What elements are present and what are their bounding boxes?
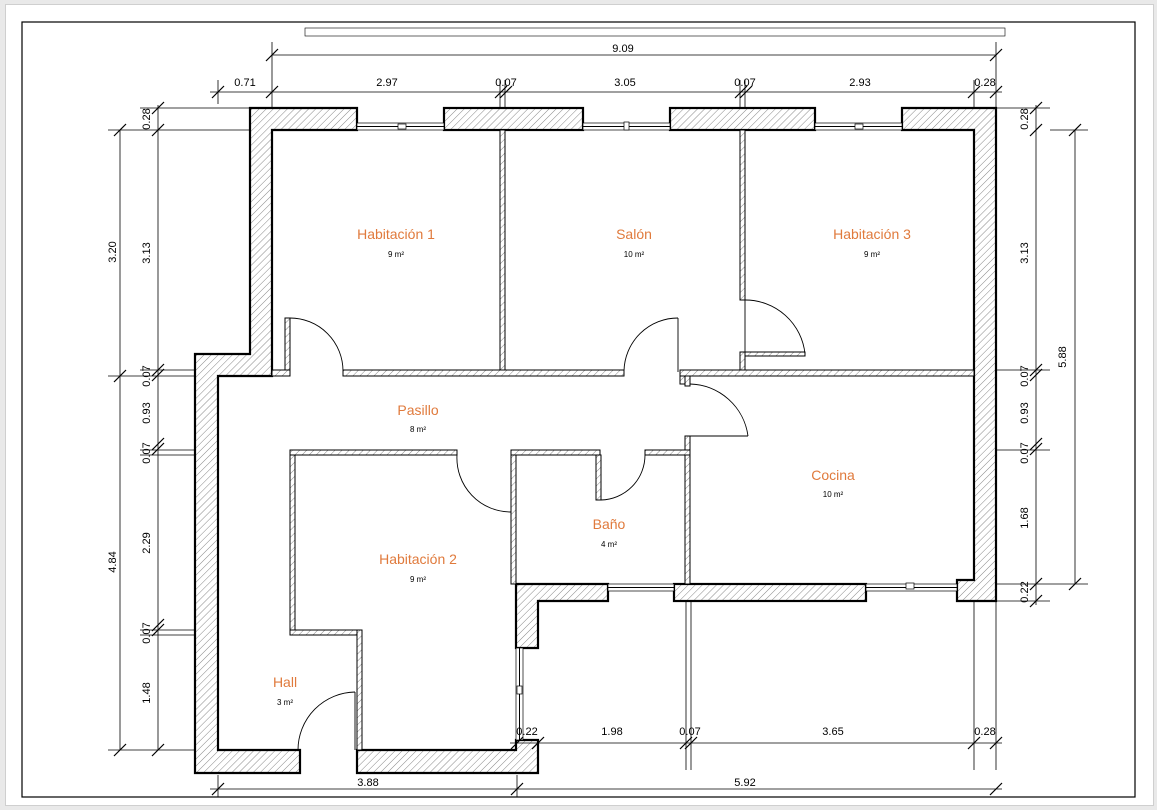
dim-right-inner: 0.07 — [1019, 442, 1031, 463]
dim-top-seg: 0.07 — [734, 77, 755, 89]
dim-bottom-seg: 1.98 — [601, 726, 622, 738]
dim-overall-bottom: 3.88 — [357, 777, 378, 789]
dim-overall-top: 9.09 — [612, 43, 633, 55]
room-area: 9 m² — [410, 575, 426, 584]
dim-top-seg: 0.28 — [974, 77, 995, 89]
dim-right-outer: 5.88 — [1057, 346, 1069, 367]
exterior-walls — [193, 106, 998, 775]
dim-right-inner: 0.28 — [1019, 108, 1031, 129]
dim-bottom-seg: 3.65 — [822, 726, 843, 738]
room-area: 10 m² — [823, 490, 844, 499]
dim-left-inner: 0.93 — [141, 402, 153, 423]
dim-left-outer: 3.20 — [107, 241, 119, 262]
dim-left-inner: 1.48 — [141, 682, 153, 703]
dim-left-inner: 2.29 — [141, 532, 153, 553]
dim-left-inner: 3.13 — [141, 242, 153, 263]
dim-right-inner: 3.13 — [1019, 242, 1031, 263]
windows — [356, 121, 958, 741]
room-name: Pasillo — [397, 402, 438, 418]
dim-top-seg: 0.71 — [234, 77, 255, 89]
room-area: 10 m² — [624, 250, 645, 259]
dim-top-seg: 2.93 — [849, 77, 870, 89]
dimensions-bottom: 0.22 1.98 0.07 3.65 0.28 3.88 5.92 — [210, 601, 1003, 797]
dim-bottom-seg: 0.28 — [974, 726, 995, 738]
dim-overall-bottom: 5.92 — [734, 777, 755, 789]
room-area: 3 m² — [277, 698, 293, 707]
dim-left-outer: 4.84 — [107, 551, 119, 572]
dim-left-inner: 0.28 — [141, 108, 153, 129]
frame-top-strip — [304, 27, 1006, 37]
room-area: 4 m² — [601, 540, 617, 549]
dim-left-inner: 0.07 — [141, 442, 153, 463]
room-name: Hall — [273, 674, 297, 690]
room-area: 8 m² — [410, 425, 426, 434]
room-area: 9 m² — [864, 250, 880, 259]
dim-top-seg: 2.97 — [376, 77, 397, 89]
dimensions-top: 9.09 0.71 2.97 0.07 3.05 0.07 2.93 0.28 — [210, 42, 1003, 108]
dim-right-inner: 0.22 — [1019, 581, 1031, 602]
dim-right-inner: 1.68 — [1019, 507, 1031, 528]
room-name: Baño — [593, 516, 626, 532]
room-name: Salón — [616, 226, 652, 242]
interior-walls — [271, 129, 975, 751]
drawing-frame — [21, 21, 1136, 798]
dimensions-right: 0.28 3.13 0.07 0.93 0.07 1.68 0.22 5.88 — [996, 101, 1088, 608]
room-area: 9 m² — [388, 250, 404, 259]
dim-right-inner: 0.07 — [1019, 365, 1031, 386]
dim-top-seg: 3.05 — [614, 77, 635, 89]
room-name: Habitación 2 — [379, 551, 457, 567]
room-name: Habitación 1 — [357, 226, 435, 242]
dim-top-seg: 0.07 — [495, 77, 516, 89]
dim-bottom-seg: 0.22 — [516, 726, 537, 738]
dim-left-inner: 0.07 — [141, 365, 153, 386]
dim-bottom-seg: 0.07 — [679, 726, 700, 738]
room-name: Cocina — [811, 467, 855, 483]
doors — [289, 299, 806, 751]
room-name: Habitación 3 — [833, 226, 911, 242]
dimensions-left: 3.20 4.84 0.28 3.13 0.07 0.93 0.07 2.29 … — [107, 101, 250, 757]
room-labels: Habitación 1 9 m² Salón 10 m² Habitación… — [273, 226, 911, 707]
dim-right-inner: 0.93 — [1019, 402, 1031, 423]
dim-left-inner: 0.07 — [141, 622, 153, 643]
